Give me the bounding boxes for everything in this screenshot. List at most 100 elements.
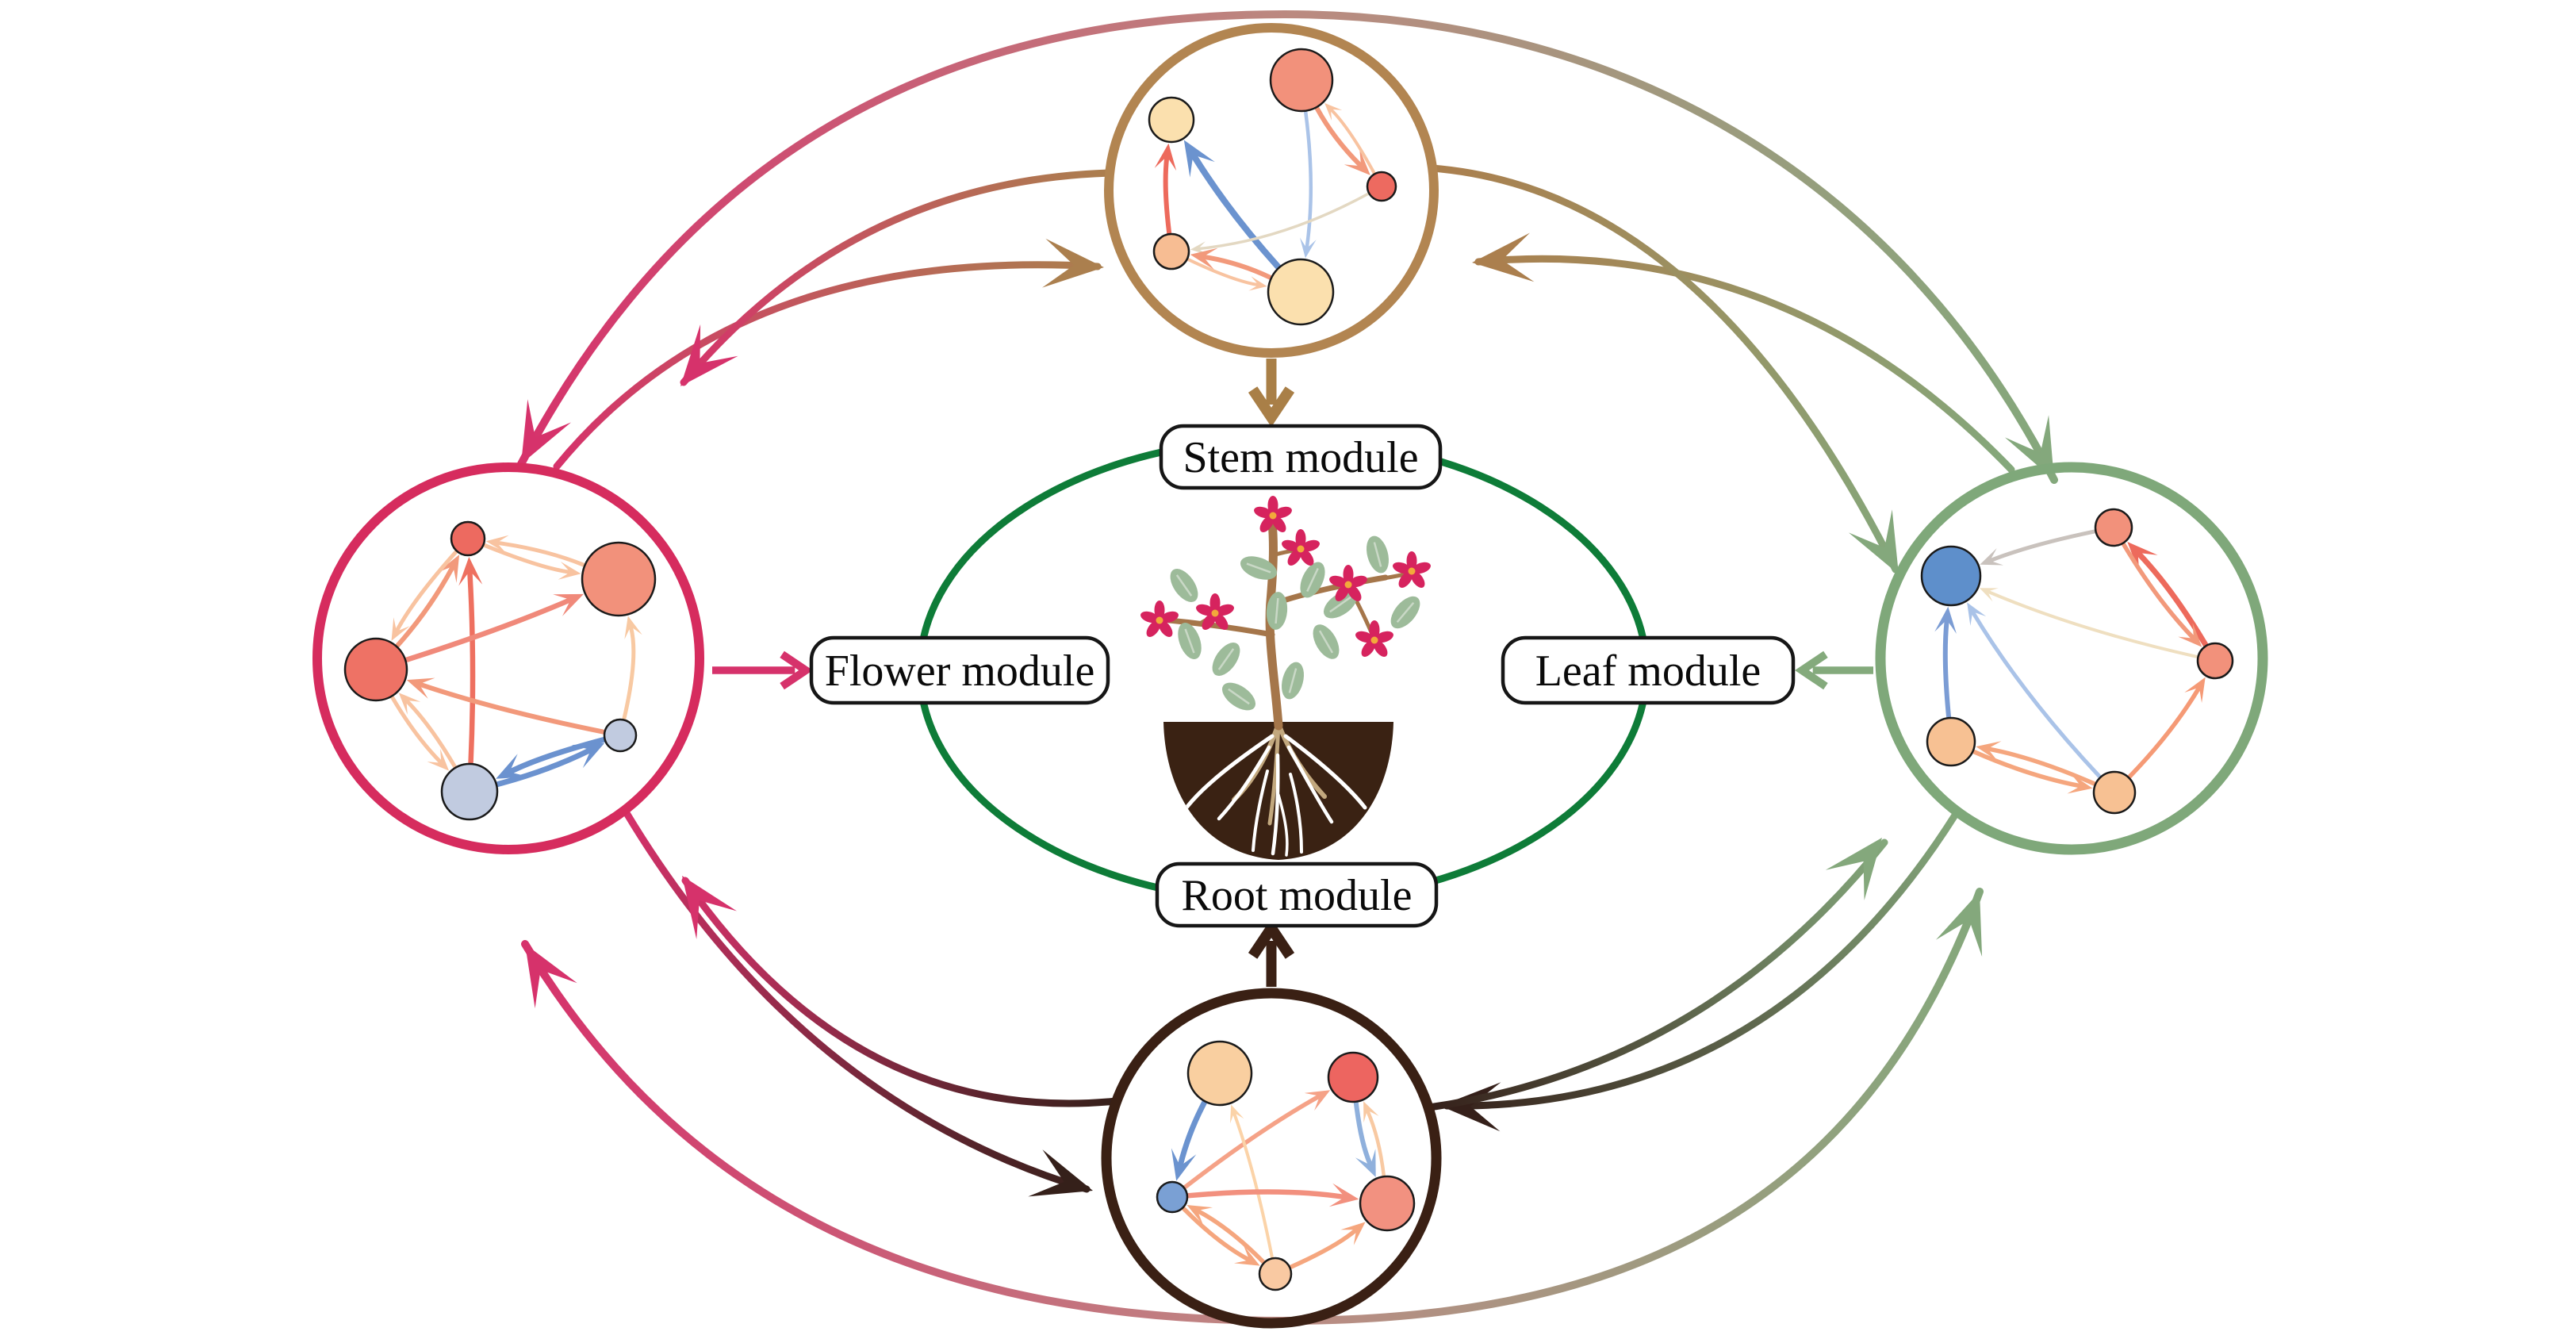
stem-network-node	[1148, 96, 1195, 144]
network-edge	[1202, 254, 1273, 280]
leaf-network-node	[1926, 716, 1976, 767]
network-edge	[1971, 610, 2102, 778]
label-arrows-layer	[712, 359, 1873, 987]
network-edge-arrowhead	[553, 593, 584, 616]
network-edge-arrowhead	[398, 693, 421, 715]
plant-illustration	[1140, 496, 1431, 860]
network-edge-arrowhead	[1967, 602, 1987, 626]
network-edge-arrowhead	[1154, 143, 1177, 171]
arc-leaf-to-root	[1443, 810, 1960, 1110]
network-edge	[1314, 106, 1363, 168]
module-circles-layer	[312, 23, 2268, 1329]
root-module-label-text: Root module	[1182, 871, 1413, 920]
arc-root-to-leaf-arrowhead	[1825, 838, 1882, 900]
flower-circle-to-label-arrow	[712, 650, 813, 690]
network-edge	[1232, 1111, 1274, 1259]
network-edge	[1289, 1228, 1358, 1269]
arc-flower-to-root-arrowhead	[1028, 1149, 1093, 1197]
arc-leaf-to-root-arrowhead	[1440, 1082, 1501, 1132]
root-network-node	[1186, 1040, 1253, 1107]
stem-module-label: Stem module	[1159, 424, 1443, 490]
arc-flower-to-stem-arrowhead	[1042, 238, 1104, 288]
network-edge-arrowhead	[2184, 677, 2206, 704]
network-edge-arrowhead	[391, 617, 410, 641]
network-edge-arrowhead	[485, 535, 509, 554]
network-edge-arrowhead	[458, 557, 483, 586]
flower-network-node	[603, 718, 638, 753]
network-edge-arrowhead	[496, 754, 529, 779]
network-edge	[1988, 529, 2096, 562]
leaf-network-node	[1920, 545, 1982, 607]
root-network	[1156, 1040, 1416, 1291]
network-edge-arrowhead	[1344, 148, 1370, 175]
flower-network-node	[343, 637, 408, 702]
flower-module-label-text: Flower module	[825, 647, 1095, 696]
network-edge	[1329, 108, 1376, 175]
network-edge-arrowhead	[406, 677, 435, 699]
root-network-node	[1359, 1175, 1416, 1232]
stem-circle-to-label-arrow	[1248, 359, 1295, 428]
flower-module-label: Flower module	[809, 635, 1110, 705]
plant-roots	[1184, 722, 1367, 857]
network-edge	[508, 737, 607, 774]
arc-stem-to-flower-arrowhead	[680, 324, 738, 386]
network-edge	[1183, 1094, 1321, 1189]
flower-module-circle	[312, 462, 704, 854]
root-circle-to-label-arrow-head	[1248, 918, 1295, 959]
arc-flower-to-root	[623, 809, 1091, 1193]
arc-root-to-leaf	[1425, 838, 1888, 1111]
arc-leaf-to-stem	[1474, 255, 2015, 474]
leaf-module-label-text: Leaf module	[1535, 647, 1761, 696]
module-networks-layer	[343, 48, 2234, 1291]
network-edge-arrowhead	[1324, 102, 1343, 121]
leaf-network-node	[2092, 770, 2137, 815]
arc-flower-to-stem	[553, 261, 1102, 470]
network-edge-arrowhead	[1363, 1101, 1379, 1123]
leaf-network-node	[2196, 642, 2234, 680]
flower-module-label-box	[809, 635, 1110, 705]
arc-flower-leaf-bottom-arrowhead	[525, 944, 577, 1009]
stem-network	[1148, 48, 1397, 326]
network-edge-arrowhead	[1934, 606, 1957, 634]
stem-network-node	[1366, 171, 1397, 202]
network-edge-arrowhead	[1190, 247, 1218, 270]
network-edge	[1353, 1100, 1373, 1167]
network-edge-arrowhead	[1248, 276, 1267, 291]
network-edge-arrowhead	[427, 748, 450, 771]
network-edge	[496, 540, 585, 567]
network-edge	[1190, 153, 1282, 270]
network-edge	[404, 699, 457, 769]
flower-circle-to-label-arrow-head	[780, 650, 813, 690]
arc-leaf-flower-top-arrowhead	[521, 399, 572, 464]
network-edge-arrowhead	[1300, 237, 1317, 259]
arc-stem-to-leaf-arrowhead	[1848, 509, 1899, 574]
labels-layer: Stem module Flower module Leaf module Ro…	[809, 424, 1796, 928]
network-edge-arrowhead	[624, 616, 642, 639]
network-edge	[1942, 618, 1951, 719]
network-edge	[1987, 590, 2198, 658]
arc-flower-leaf-bottom-arrowhead	[1935, 892, 1983, 957]
stem-network-node	[1152, 232, 1190, 271]
stem-module-label-box	[1159, 424, 1443, 490]
flower-network-node	[581, 541, 657, 617]
network-edge-arrowhead	[1230, 1104, 1244, 1124]
network-edge-arrowhead	[2178, 623, 2202, 647]
network-edge-arrowhead	[1304, 1090, 1331, 1111]
leaf-module-label: Leaf module	[1501, 635, 1796, 705]
root-module-label: Root module	[1155, 861, 1439, 928]
network-edge-arrowhead	[1979, 588, 1999, 602]
stem-network-node	[1267, 258, 1335, 326]
network-edge	[2122, 542, 2195, 640]
network-edge	[1186, 1189, 1347, 1200]
network-edge	[1196, 1209, 1266, 1264]
flower-network-node	[450, 520, 486, 557]
network-edge-arrowhead	[1976, 741, 2002, 762]
arc-stem-to-flower	[680, 169, 1114, 386]
arc-stem-to-leaf	[1428, 164, 1899, 574]
leaf-circle-to-label-arrow	[1795, 650, 1873, 690]
network-edge	[622, 625, 636, 721]
flower-network-node	[440, 762, 499, 821]
flower-network	[343, 520, 657, 821]
leaf-module-circle	[1875, 462, 2268, 855]
